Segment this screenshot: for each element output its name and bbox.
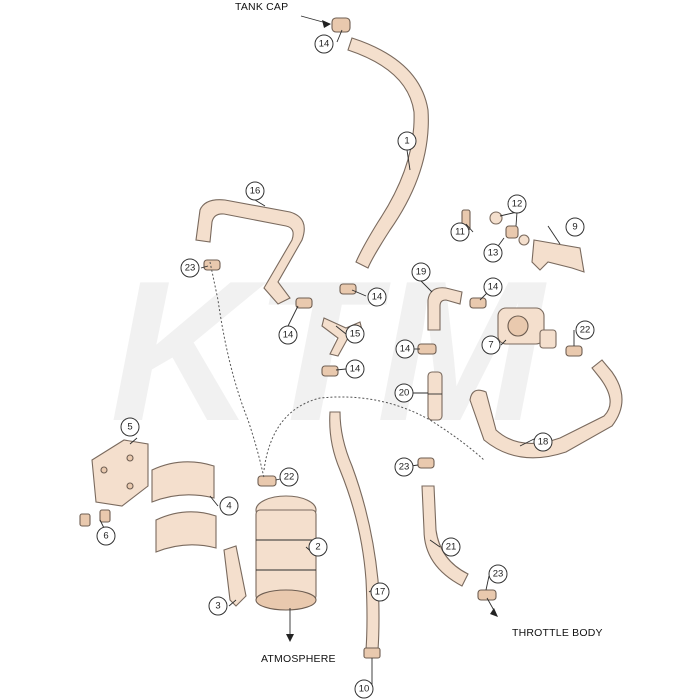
callout-19: 19 — [411, 262, 431, 282]
svg-text:21: 21 — [446, 542, 457, 553]
callout-1: 1 — [397, 131, 417, 151]
svg-text:15: 15 — [350, 329, 361, 340]
callout-14-tank-cap: 14 — [314, 34, 334, 54]
callout-17: 17 — [370, 582, 390, 602]
straps-4 — [151, 461, 217, 553]
svg-text:7: 7 — [488, 340, 493, 351]
callout-10: 10 — [354, 679, 374, 699]
label-throttle-body: THROTTLE BODY — [512, 627, 603, 639]
callout-3: 3 — [208, 596, 228, 616]
callout-14-right: 14 — [483, 277, 503, 297]
svg-text:3: 3 — [215, 601, 220, 612]
callout-15: 15 — [345, 324, 365, 344]
svg-text:1: 1 — [404, 136, 409, 147]
hardware-11-12-13 — [461, 209, 530, 246]
purge-valve-7 — [497, 307, 557, 349]
svg-text:10: 10 — [359, 684, 370, 695]
svg-text:14: 14 — [372, 292, 383, 303]
svg-text:23: 23 — [185, 263, 196, 274]
callout-6: 6 — [96, 526, 116, 546]
connector-20 — [427, 371, 443, 421]
callout-4: 4 — [219, 496, 239, 516]
svg-text:17: 17 — [375, 587, 386, 598]
svg-text:5: 5 — [127, 422, 132, 433]
callout-23-bottom: 23 — [488, 564, 508, 584]
clamp-tank-cap — [331, 17, 351, 33]
callout-14-center-bottom: 14 — [345, 359, 365, 379]
svg-text:22: 22 — [284, 472, 295, 483]
svg-text:11: 11 — [455, 227, 465, 238]
hose-18 — [469, 359, 623, 459]
arrows — [286, 20, 498, 642]
svg-text:2: 2 — [315, 542, 320, 553]
svg-text:19: 19 — [416, 267, 427, 278]
bracket-5 — [91, 439, 149, 507]
callout-11: 11 — [450, 222, 470, 242]
callout-12: 12 — [507, 194, 527, 214]
callout-20: 20 — [394, 383, 414, 403]
routing-line-left — [209, 261, 265, 479]
callout-14-center-top: 14 — [367, 287, 387, 307]
clamps-center — [203, 259, 583, 601]
svg-text:12: 12 — [512, 199, 523, 210]
svg-text:16: 16 — [250, 186, 261, 197]
hose-16 — [195, 199, 305, 305]
callout-16: 16 — [245, 181, 265, 201]
callout-2: 2 — [308, 537, 328, 557]
label-atmosphere: ATMOSPHERE — [261, 653, 336, 665]
svg-text:23: 23 — [399, 462, 410, 473]
svg-text:13: 13 — [488, 248, 499, 259]
callout-21: 21 — [441, 537, 461, 557]
callout-9: 9 — [565, 217, 585, 237]
callout-22-left: 22 — [279, 467, 299, 487]
svg-text:14: 14 — [350, 364, 361, 375]
svg-text:14: 14 — [283, 330, 294, 341]
ktm-watermark: KTM — [110, 240, 548, 463]
svg-text:6: 6 — [103, 531, 108, 542]
hose-21 — [421, 485, 469, 587]
hose-1 — [347, 37, 429, 269]
svg-text:14: 14 — [488, 282, 499, 293]
svg-text:14: 14 — [400, 344, 411, 355]
callout-23-top: 23 — [180, 258, 200, 278]
callout-14-mid: 14 — [395, 339, 415, 359]
label-tank-cap: TANK CAP — [235, 1, 288, 13]
svg-text:23: 23 — [493, 569, 504, 580]
callout-13: 13 — [483, 243, 503, 263]
svg-text:20: 20 — [399, 388, 410, 399]
elbow-hose-19 — [427, 287, 463, 331]
svg-text:9: 9 — [572, 222, 577, 233]
callout-18: 18 — [533, 432, 553, 452]
svg-text:14: 14 — [319, 39, 330, 50]
carbon-canister-2 — [255, 495, 317, 611]
svg-text:22: 22 — [580, 325, 591, 336]
callout-5: 5 — [120, 417, 140, 437]
routing-line-right — [263, 396, 485, 471]
bracket-9 — [531, 239, 585, 273]
callout-23-mid: 23 — [394, 457, 414, 477]
svg-text:18: 18 — [538, 437, 549, 448]
holder-3 — [223, 545, 247, 607]
screws-6 — [79, 509, 111, 527]
callout-22-right: 22 — [575, 320, 595, 340]
callout-7: 7 — [481, 335, 501, 355]
callout-14-left: 14 — [278, 325, 298, 345]
svg-text:4: 4 — [226, 501, 231, 512]
